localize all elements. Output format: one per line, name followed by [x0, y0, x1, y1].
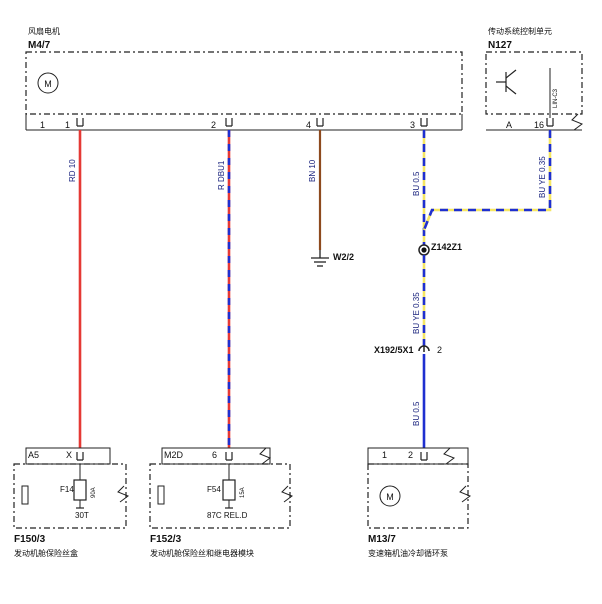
connector-x192 — [418, 345, 430, 352]
fuse-icon-f152-small — [157, 485, 165, 505]
tcu-id: N127 — [488, 40, 512, 51]
fan-motor-box — [25, 51, 463, 115]
pump-desc: 变速箱机油冷却循环泵 — [368, 548, 448, 558]
f152-fuse: F54 — [207, 485, 221, 494]
pump-box — [367, 463, 469, 529]
ground-label: W2/2 — [333, 252, 354, 262]
f152-id: F152/3 — [150, 534, 182, 545]
wire-buye-tcu-label: BU YE 0.35 — [538, 156, 547, 198]
svg-text:M: M — [44, 79, 52, 89]
splice-point — [418, 244, 430, 256]
f150-fuse: F14 — [60, 485, 74, 494]
pump-connector — [367, 447, 469, 465]
fuse-icon-f150 — [73, 464, 87, 509]
ground-icon — [311, 250, 329, 267]
splice-label: Z142Z1 — [431, 242, 462, 252]
wire-rd10-label: RD 10 — [68, 159, 77, 182]
f150-pin: X — [66, 450, 72, 460]
connector-x192-pin: 2 — [437, 345, 442, 355]
f150-desc: 发动机舱保险丝盒 — [14, 548, 78, 558]
f150-rating: 90A — [91, 487, 97, 498]
fan-motor-symbol: M — [37, 72, 59, 94]
fan-motor-pin-1: 1 — [65, 120, 70, 130]
f152-connector-label: M2D — [164, 450, 184, 460]
fan-motor-id: M4/7 — [28, 40, 51, 51]
f150-id: F150/3 — [14, 534, 46, 545]
fuse-icon-f150-small — [21, 485, 29, 505]
wire-buye-middle-label: BU YE 0.35 — [412, 292, 421, 334]
pump-pin-2: 2 — [408, 450, 413, 460]
pump-pin-1: 1 — [382, 450, 387, 460]
connector-x192-id: X192/5X1 — [374, 345, 414, 355]
f152-box — [149, 463, 291, 529]
tcu-bus-label: LIN-C3 — [553, 88, 559, 108]
tcu-desc: 传动系统控制单元 — [488, 26, 552, 36]
tcu-pin-a: A — [506, 120, 512, 130]
f150-connector-label: A5 — [28, 450, 39, 460]
tcu-break-mark — [571, 113, 584, 131]
pump-id: M13/7 — [368, 534, 396, 545]
svg-text:M: M — [386, 492, 394, 502]
fuse-icon-f152 — [222, 464, 236, 509]
wire-bu05-upper-label: BU 0.5 — [412, 171, 421, 196]
transistor-icon — [496, 69, 517, 95]
f152-rating: 15A — [240, 487, 246, 498]
wire-bn10-label: BN 10 — [308, 159, 317, 182]
f150-box — [13, 463, 127, 529]
wire-buye-tcu — [422, 130, 552, 231]
f152-pin: 6 — [212, 450, 217, 460]
pump-motor-symbol: M — [379, 485, 401, 507]
wire-bu05-lower-label: BU 0.5 — [412, 401, 421, 426]
f152-desc: 发动机舱保险丝和继电器模块 — [150, 548, 254, 558]
fan-motor-pin-1a: 1 — [40, 120, 45, 130]
wire-rdbu1-label: R DBU1 — [217, 160, 226, 190]
tcu-pin-16: 16 — [534, 120, 544, 130]
f152-terminal: 87C REL.D — [207, 511, 248, 520]
fan-motor-terminals — [76, 118, 428, 127]
f150-connector — [25, 447, 111, 465]
f150-terminal: 30T — [75, 511, 89, 520]
fan-motor-desc: 风扇电机 — [28, 26, 60, 36]
fan-motor-pin-4: 4 — [306, 120, 311, 130]
tcu-box — [485, 51, 583, 115]
fan-motor-pin-3: 3 — [410, 120, 415, 130]
fan-motor-pin-2: 2 — [211, 120, 216, 130]
